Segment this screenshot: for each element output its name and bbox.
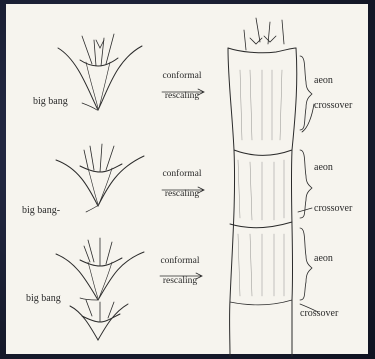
conformal-text-3: conformal bbox=[158, 256, 202, 266]
funnel-2 bbox=[56, 144, 144, 206]
big-bang-label-2: big bang- bbox=[22, 206, 60, 216]
big-bang-label-3: big bang bbox=[26, 294, 61, 304]
funnel-1 bbox=[58, 34, 142, 110]
aeon-label-1: aeon bbox=[314, 76, 333, 86]
aeon-column bbox=[228, 18, 297, 356]
funnel-4 bbox=[70, 300, 128, 340]
rescaling-text-2: rescaling bbox=[160, 189, 204, 199]
aeon-label-3: aeon bbox=[314, 254, 333, 264]
rescaling-text-1: rescaling bbox=[160, 91, 204, 101]
conformal-rescaling-2: conformal rescaling bbox=[160, 169, 204, 200]
funnel-3 bbox=[56, 238, 144, 300]
crossover-label-2: crossover bbox=[314, 204, 352, 214]
aeon-braces bbox=[298, 56, 318, 312]
conformal-text-2: conformal bbox=[160, 169, 204, 179]
crossover-label-3: crossover bbox=[300, 309, 338, 319]
big-bang-pointer-3 bbox=[80, 298, 97, 300]
big-bang-label-1: big bang bbox=[33, 97, 68, 107]
rescaling-text-3: rescaling bbox=[158, 276, 202, 286]
conformal-text-1: conformal bbox=[160, 71, 204, 81]
conformal-rescaling-1: conformal rescaling bbox=[160, 71, 204, 102]
aeon-label-2: aeon bbox=[314, 163, 333, 173]
crossover-label-1: crossover bbox=[314, 101, 352, 111]
conformal-rescaling-3: conformal rescaling bbox=[158, 256, 202, 287]
big-bang-pointer-2 bbox=[86, 206, 97, 212]
